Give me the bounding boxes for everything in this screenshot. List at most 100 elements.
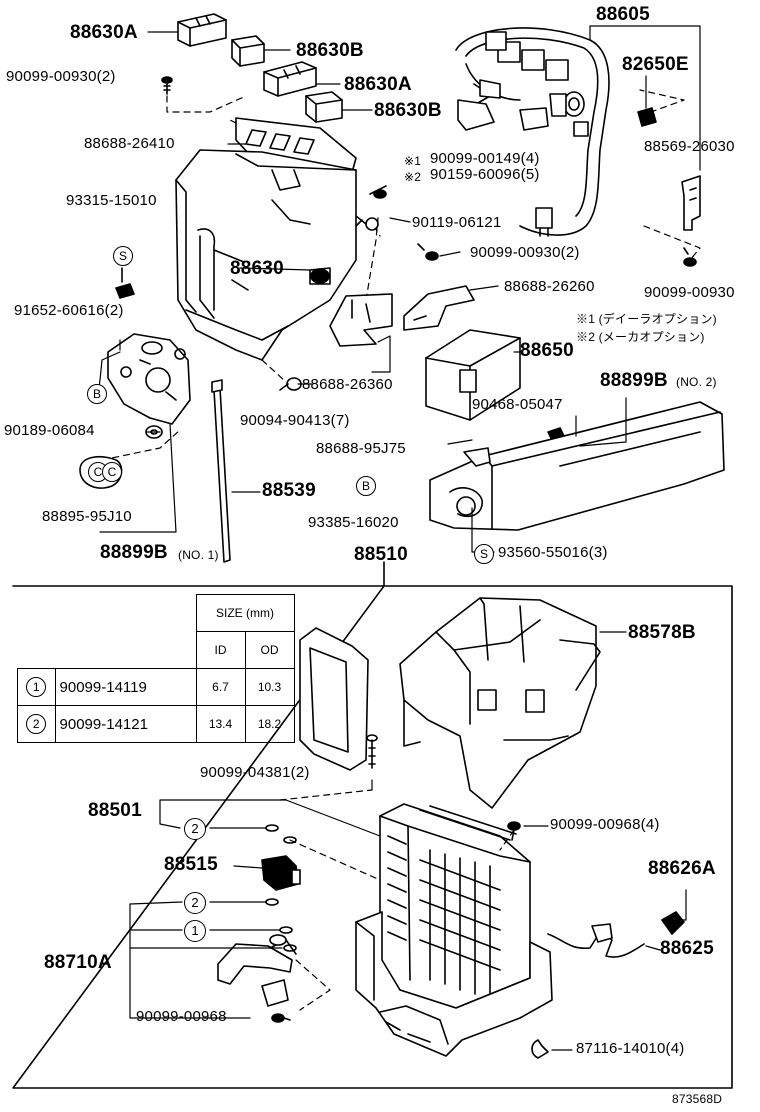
marker-2-88710A: 2 <box>184 892 206 914</box>
label-91652-60616-2: 91652-60616(2) <box>14 302 124 319</box>
size-row-part: 90099-14121 <box>54 705 197 743</box>
screw-90099-00930-right <box>683 247 697 267</box>
label-90094-90413-7: 90094-90413(7) <box>240 412 350 429</box>
label-90099-00149-4: 90099-00149(4) <box>430 150 540 167</box>
catalog-number: 873568D <box>672 1092 723 1106</box>
label-88710A: 88710A <box>44 952 112 973</box>
label-88630B: 88630B <box>296 40 364 61</box>
sensor-88630 <box>309 267 331 285</box>
marker-2-88501: 2 <box>184 818 206 840</box>
label-88630: 88630 <box>230 258 284 279</box>
clip-88626A <box>661 911 685 935</box>
size-table-col-id: ID <box>195 631 246 669</box>
note-mark-2: ※2 <box>404 170 422 184</box>
bracket-plate-88899B-no1 <box>107 333 191 425</box>
marker-s-93315: S <box>113 246 133 266</box>
drain-hose-88539 <box>211 379 231 563</box>
label-90099-00968: 90099-00968 <box>136 1008 227 1025</box>
clamp-93315-15010 <box>115 267 135 299</box>
screw-90099-00149 <box>369 185 387 199</box>
label-88630A-2: 88630A <box>344 74 412 95</box>
switch-88515 <box>261 855 301 891</box>
label-88688-26410: 88688-26410 <box>84 135 175 152</box>
bracket-88688-95J75 <box>463 447 491 467</box>
label-93315-15010: 93315-15010 <box>66 192 157 209</box>
clip-87116-14010 <box>531 1039 549 1059</box>
seal-frame <box>299 627 369 771</box>
label-90099-00930-2: 90099-00930(2) <box>6 68 116 85</box>
case-88578B <box>399 597 601 809</box>
label-no2: (NO. 2) <box>676 375 717 389</box>
label-87116-14010-4: 87116-14010(4) <box>576 1040 685 1057</box>
connector-88630A-top <box>177 13 227 47</box>
note-maker-option: ※2 (メーカオプション) <box>576 330 705 344</box>
leader-lines-lower <box>129 631 687 1051</box>
label-90159-60096-5: 90159-60096(5) <box>430 166 540 183</box>
label-88688-26360: 88688-26360 <box>302 376 393 393</box>
screw-90099-00930-top-left <box>161 76 173 95</box>
connector-88630B-top <box>231 35 265 67</box>
label-88569-26030: 88569-26030 <box>644 138 735 155</box>
thermistor-88625 <box>547 923 645 958</box>
marker-s-93560: S <box>474 544 494 564</box>
marker-c-right: C <box>102 462 122 482</box>
label-88895-95J10: 88895-95J10 <box>42 508 132 525</box>
label-88626A: 88626A <box>648 858 716 879</box>
label-93560-55016-3: 93560-55016(3) <box>498 544 608 561</box>
label-88625: 88625 <box>660 938 714 959</box>
label-88899B-no2: 88899B <box>600 370 668 391</box>
label-90099-00968-4: 90099-00968(4) <box>550 816 660 833</box>
connector-88630B-mid <box>305 91 343 123</box>
size-row-id: 13.4 <box>195 705 246 743</box>
label-82650E: 82650E <box>622 54 689 75</box>
size-row-mark: 2 <box>26 714 47 734</box>
label-88539: 88539 <box>262 480 316 501</box>
size-row-od: 18.2 <box>244 705 295 743</box>
label-90099-00930-2b: 90099-00930(2) <box>470 244 580 261</box>
label-93385-16020: 93385-16020 <box>308 514 399 531</box>
marker-1-88710A: 1 <box>184 920 206 942</box>
marker-b-93385: B <box>356 476 376 496</box>
leader-lines <box>97 25 701 553</box>
bracket-88688-26360 <box>329 293 393 347</box>
label-88515: 88515 <box>164 854 218 875</box>
label-88605: 88605 <box>596 4 650 25</box>
size-row-part: 90099-14119 <box>54 668 197 706</box>
duct-88899B-no2 <box>429 401 725 531</box>
screw-90099-00968 <box>271 1013 291 1023</box>
label-88510: 88510 <box>354 544 408 565</box>
label-88630A: 88630A <box>70 22 138 43</box>
size-row-mark: 1 <box>26 677 47 697</box>
label-88501: 88501 <box>88 800 142 821</box>
screw-90099-04381 <box>366 734 378 769</box>
label-no1: (NO. 1) <box>178 548 219 562</box>
marker-b-plate: B <box>87 384 107 404</box>
o-ring-size-table: SIZE (mm) ID OD 1 90099-14119 6.7 10.3 2… <box>17 594 295 743</box>
size-row-id: 6.7 <box>195 668 246 706</box>
label-88650: 88650 <box>520 340 574 361</box>
label-90099-04381-2: 90099-04381(2) <box>200 764 310 781</box>
evaporator-88501 <box>379 803 531 1009</box>
label-88688-26260: 88688-26260 <box>504 278 595 295</box>
label-90189-06084: 90189-06084 <box>4 422 95 439</box>
label-90099-00930: 90099-00930 <box>644 284 735 301</box>
wire-harness-88605 <box>455 27 610 237</box>
label-88578B: 88578B <box>628 622 696 643</box>
amplifier-88650 <box>425 329 521 421</box>
housing-upper <box>175 149 357 361</box>
size-table-row: 2 90099-14121 13.4 18.2 <box>17 705 295 743</box>
tube-88710A <box>217 934 297 1007</box>
connector-88630A-mid <box>263 61 317 97</box>
note-dealer-option: ※1 (デイーラオプション) <box>576 312 717 326</box>
screw-90119-06121 <box>355 215 379 231</box>
case-lower <box>355 911 553 1057</box>
screw-90099-00930-mid <box>417 243 439 261</box>
size-table-header: SIZE (mm) <box>195 594 295 632</box>
label-90119-06121: 90119-06121 <box>412 214 502 231</box>
size-table-col-od: OD <box>244 631 295 669</box>
label-90468-05047: 90468-05047 <box>472 396 563 413</box>
bracket-88688-26260 <box>403 285 475 331</box>
assembly-88510-frame <box>12 561 733 1089</box>
note-mark-1: ※1 <box>404 154 422 168</box>
